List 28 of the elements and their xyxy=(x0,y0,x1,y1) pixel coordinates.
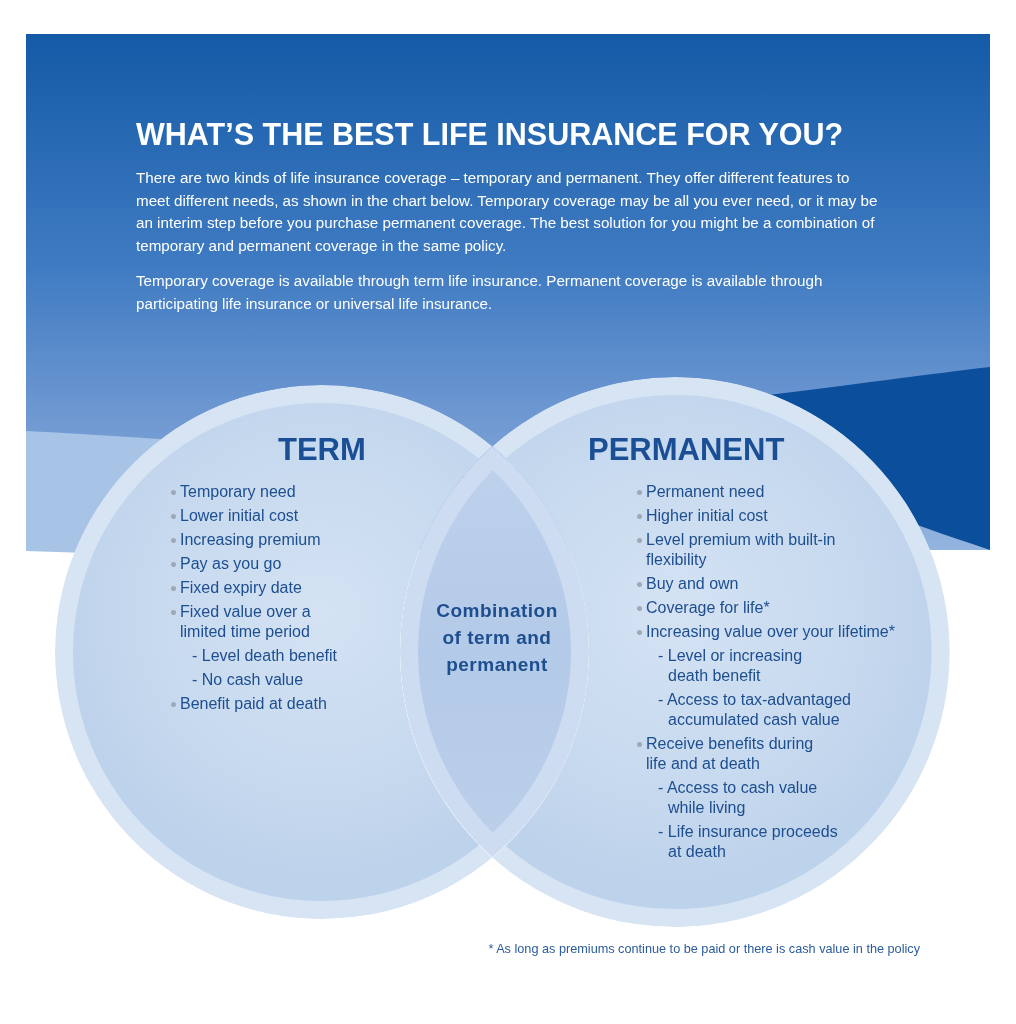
list-item: Higher initial cost xyxy=(646,506,768,526)
sub-list-item: - No cash value xyxy=(192,670,304,690)
list-item: Coverage for life* xyxy=(646,598,770,618)
list-item: Benefit paid at death xyxy=(180,694,327,714)
circle-heading: PERMANENT xyxy=(588,434,785,465)
list-item: Fixed expiry date xyxy=(180,578,302,598)
sub-list-item: - Access to cash value while living xyxy=(658,778,819,818)
list-item: Temporary need xyxy=(180,482,296,502)
circle-heading: TERM xyxy=(278,434,366,465)
footnote: * As long as premiums continue to be paid or there is cash value in the policy xyxy=(488,942,920,957)
title: WHAT’S THE BEST LIFE INSURANCE FOR YOU? xyxy=(136,119,844,150)
intro-paragraph: There are two kinds of life insurance coverage – temporary and permanent. They offer different features to meet different needs, as shown in the chart below. Temporary coverage may be all you ever need, or it may be an interim step before you purchase permanent coverage. The best solution for you might be a combination of temporary and permanent coverage in the same policy. xyxy=(136,168,879,256)
list-item: Receive benefits during life and at death xyxy=(646,734,815,774)
list-item: Increasing premium xyxy=(180,530,321,550)
sub-list-item: - Level or increasing death benefit xyxy=(658,646,804,686)
sub-list-item: - Life insurance proceeds at death xyxy=(658,822,839,862)
list-item: Pay as you go xyxy=(180,554,282,574)
list-item: Level premium with built-in flexibility xyxy=(646,530,837,570)
list-item: Buy and own xyxy=(646,574,739,594)
intro-paragraph: Temporary coverage is available through term life insurance. Permanent coverage is available through participating life insurance or universal life insurance. xyxy=(136,271,824,314)
overlap-label: Combination of term and permanent xyxy=(435,599,559,677)
list-item: Lower initial cost xyxy=(180,506,299,526)
list-item: Permanent need xyxy=(646,482,765,502)
sub-list-item: - Access to tax-advantaged accumulated cash value xyxy=(658,690,852,730)
list-item: Fixed value over a limited time period xyxy=(180,602,312,642)
overlap-region xyxy=(400,446,589,858)
sub-list-item: - Level death benefit xyxy=(192,646,337,666)
list-item: Increasing value over your lifetime* xyxy=(646,622,895,642)
